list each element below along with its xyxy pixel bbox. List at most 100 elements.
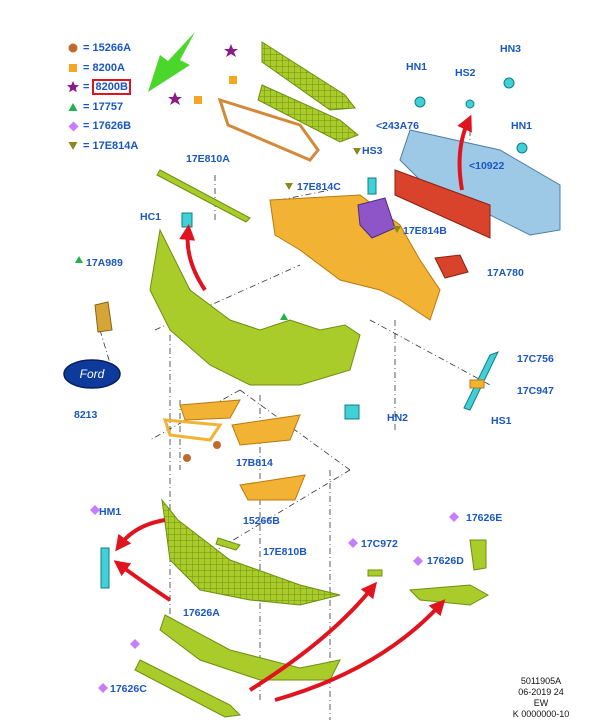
label-17626a: 17626A — [183, 607, 220, 619]
fog-bezel-15266b — [239, 474, 306, 501]
marker-star-2 — [168, 92, 182, 105]
circle-icon — [66, 41, 80, 55]
legend-row: = 17E814A — [66, 138, 138, 154]
triangle-down-icon — [66, 139, 80, 153]
label-17c756: 17C756 — [517, 353, 554, 365]
fog-bezel-left-upper — [179, 399, 241, 421]
legend-text: = 17E814A — [83, 139, 139, 152]
footer-line-3: EW — [533, 698, 549, 708]
label-hs1: HS1 — [491, 415, 512, 427]
fastener-hs3 — [367, 177, 377, 195]
label-17a989: 17A989 — [86, 257, 123, 269]
label-17e810a: 17E810A — [186, 153, 230, 165]
fastener-hn1-b — [516, 142, 528, 154]
marker-star-1 — [224, 44, 238, 57]
fastener-hs2 — [465, 99, 475, 109]
label-8213: 8213 — [74, 409, 98, 421]
energy-absorber-243a76 — [394, 169, 491, 239]
drawing-reference-footer: 5011905A 06-2019 24 EW K 0000000-10 — [486, 676, 596, 720]
legend-text: = 17626B — [83, 120, 132, 132]
bumper-cover — [149, 228, 361, 386]
bracket-17a780 — [434, 254, 469, 279]
legend-text: = 8200B — [83, 79, 131, 95]
label-hn1-a: HN1 — [406, 61, 428, 73]
label-17a780: 17A780 — [487, 267, 524, 279]
fastener-hm1 — [100, 547, 110, 589]
footer-line-4: K 0000000-10 — [512, 709, 570, 719]
footer-line-1: 5011905A — [520, 676, 562, 686]
fastener-hn2 — [344, 404, 360, 420]
ford-emblem-text: Ford — [80, 367, 105, 381]
legend-equals: = — [83, 81, 93, 93]
marker-tri-down-3 — [393, 226, 401, 233]
label-hc1: HC1 — [140, 211, 162, 223]
label-17c947: 17C947 — [517, 385, 554, 397]
label-17e810b: 17E810B — [263, 546, 307, 558]
clip-hc1 — [181, 212, 193, 228]
legend-row: = 17626B — [66, 118, 131, 134]
impact-bar-10922 — [399, 129, 561, 236]
legend-text: = 17757 — [83, 100, 124, 113]
label-243a76: <243A76 — [376, 120, 419, 132]
strip-17e810b — [215, 537, 241, 551]
valance-17626c — [134, 659, 242, 718]
side-reflector-17a989 — [94, 301, 113, 333]
legend-highlighted-part: 8200B — [92, 79, 131, 95]
label-hn3: HN3 — [500, 43, 522, 55]
fastener-15266a-1 — [183, 454, 191, 462]
fog-bezel-left-lower — [162, 418, 223, 442]
marker-tri-up-2 — [280, 313, 288, 320]
marker-tri-up-1 — [75, 256, 83, 263]
square-icon — [66, 61, 80, 75]
green-pointer-arrow — [148, 32, 195, 92]
label-hn2: HN2 — [387, 412, 409, 424]
clip-17c972 — [367, 569, 383, 577]
label-15266b: 15266B — [243, 515, 280, 527]
label-17e814c: 17E814C — [297, 181, 341, 193]
triangle-up-icon — [66, 100, 80, 114]
red-assembly-arrows — [113, 114, 472, 702]
marker-diamond-3 — [449, 512, 459, 522]
marker-diamond-5 — [130, 639, 140, 649]
star-icon — [66, 80, 80, 94]
label-hs3: HS3 — [362, 145, 383, 157]
marker-diamond-2 — [348, 538, 358, 548]
label-17626c: 17626C — [110, 683, 147, 695]
label-hm1: HM1 — [99, 506, 122, 518]
legend-row: = 15266A — [66, 40, 131, 56]
legend-text: = 8200A — [83, 61, 125, 74]
marker-tri-down-1 — [353, 148, 361, 155]
legend-row: = 17757 — [66, 99, 123, 115]
legend-row: = 8200B — [66, 79, 131, 95]
legend-row: = 8200A — [66, 60, 125, 76]
marker-square-1 — [229, 76, 237, 84]
upper-grille-lower — [257, 84, 359, 143]
label-17e814b: 17E814B — [403, 225, 447, 237]
label-hs2: HS2 — [455, 67, 476, 79]
diamond-icon — [66, 119, 80, 133]
label-hn1-b: HN1 — [511, 120, 533, 132]
legend-text: = 15266A — [83, 42, 132, 54]
label-17626d: 17626D — [427, 555, 464, 567]
marker-diamond-6 — [98, 683, 108, 693]
fastener-hn1-a — [414, 96, 426, 108]
label-10922: <10922 — [469, 160, 505, 172]
under-shield-17e814c — [269, 194, 441, 321]
label-17b814: 17B814 — [236, 457, 273, 469]
footer-line-2: 06-2019 24 — [518, 687, 564, 697]
spacer-17c947 — [469, 379, 485, 389]
lower-grille-17626a — [161, 498, 341, 606]
fastener-15266a-2 — [213, 441, 221, 449]
fog-bezel-17b814 — [231, 414, 301, 446]
ford-emblem-8213 — [63, 359, 121, 389]
grille-surround-frame — [217, 97, 320, 162]
marker-square-2 — [194, 96, 202, 104]
splitter-17626d — [408, 584, 490, 606]
marker-diamond-1 — [90, 505, 100, 515]
label-17c972: 17C972 — [361, 538, 398, 550]
trim-strip-17e810a — [156, 169, 251, 223]
deflector-17626e — [469, 539, 487, 571]
marker-diamond-4 — [413, 556, 423, 566]
upper-grille-top — [261, 41, 356, 111]
